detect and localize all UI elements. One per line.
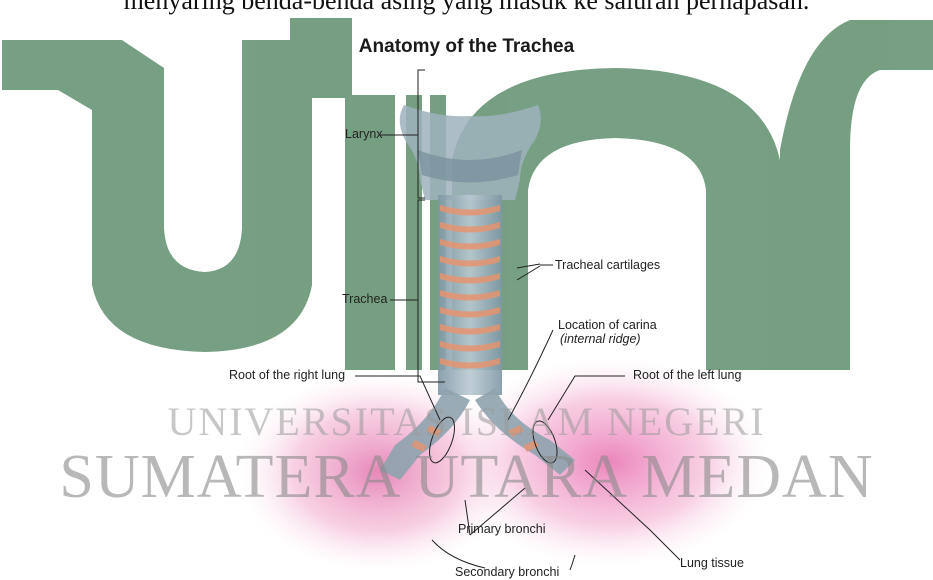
label-root-left-lung: Root of the left lung bbox=[633, 368, 741, 382]
label-primary-bronchi: Primary bronchi bbox=[458, 522, 546, 536]
watermark-university-line: UNIVERSITAS ISLAM NEGERI bbox=[0, 398, 933, 445]
label-larynx: Larynx bbox=[345, 127, 383, 141]
label-lung-tissue: Lung tissue bbox=[680, 556, 744, 570]
label-carina-note: (internal ridge) bbox=[560, 332, 641, 346]
label-root-right-lung: Root of the right lung bbox=[229, 368, 345, 382]
watermark-location-line: SUMATERA UTARA MEDAN bbox=[0, 442, 933, 513]
label-secondary-bronchi: Secondary bronchi bbox=[455, 565, 559, 579]
label-carina: Location of carina bbox=[558, 318, 657, 332]
label-tracheal-cartilages: Tracheal cartilages bbox=[555, 258, 660, 272]
carina-note-text: (internal ridge) bbox=[560, 332, 641, 346]
label-trachea: Trachea bbox=[342, 292, 387, 306]
diagram-title: Anatomy of the Trachea bbox=[0, 36, 933, 58]
